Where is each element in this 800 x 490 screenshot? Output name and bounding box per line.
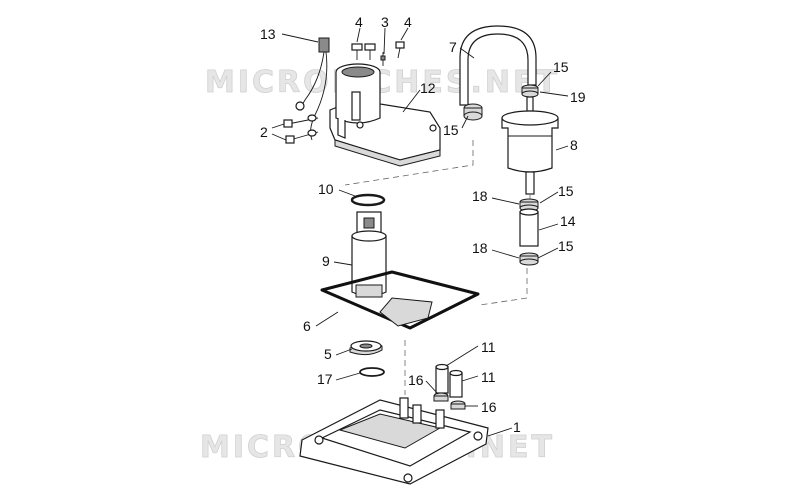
fuel-hose-part: [459, 25, 537, 106]
callout-numbers: 13 4 3 4 7 15 19 12 15 2 8 10 18 15 14 9…: [260, 14, 586, 435]
o-ring-part: [350, 193, 386, 207]
callout-10: 10: [318, 181, 334, 197]
hose-joint-stack-part: [519, 198, 539, 266]
base-plate-part: [299, 397, 489, 485]
callout-18-lower: 18: [472, 240, 488, 256]
callout-16-left: 16: [408, 372, 424, 388]
callout-6: 6: [303, 318, 311, 334]
screws-part: [283, 114, 319, 144]
callout-4-right: 4: [404, 14, 412, 30]
callout-11-upper: 11: [481, 339, 496, 355]
callout-8: 8: [570, 137, 578, 153]
callout-7: 7: [449, 39, 457, 55]
gasket-part: [320, 270, 480, 330]
retaining-clip-part: [359, 367, 385, 377]
callout-15-hose: 15: [443, 122, 459, 138]
dampers-part: [433, 363, 466, 410]
callout-leaders: [271, 27, 569, 437]
callout-15-upper: 15: [553, 59, 569, 75]
callout-15-middle: 15: [558, 183, 574, 199]
pump-cover-part: [329, 63, 441, 167]
fuel-filter-part: [501, 110, 559, 195]
damper-cup-part: [349, 340, 383, 356]
upper-clamps-part: [463, 84, 539, 121]
callout-4-left: 4: [355, 14, 363, 30]
bolts-part: [351, 41, 405, 66]
callout-3: 3: [381, 14, 389, 30]
callout-12: 12: [420, 80, 436, 96]
callout-2: 2: [260, 124, 268, 140]
callout-5: 5: [324, 346, 332, 362]
callout-15-lower: 15: [558, 238, 574, 254]
callout-1: 1: [513, 419, 521, 435]
callout-14: 14: [560, 213, 576, 229]
callout-11-lower: 11: [481, 369, 496, 385]
callout-9: 9: [322, 253, 330, 269]
callout-13: 13: [260, 26, 276, 42]
callout-16-right: 16: [481, 399, 497, 415]
callout-18-upper: 18: [472, 188, 488, 204]
callout-17: 17: [317, 371, 333, 387]
fuel-pump-part: [351, 211, 387, 298]
callout-19: 19: [570, 89, 586, 105]
watermark-top: MICROFICHES.NET: [205, 65, 560, 100]
